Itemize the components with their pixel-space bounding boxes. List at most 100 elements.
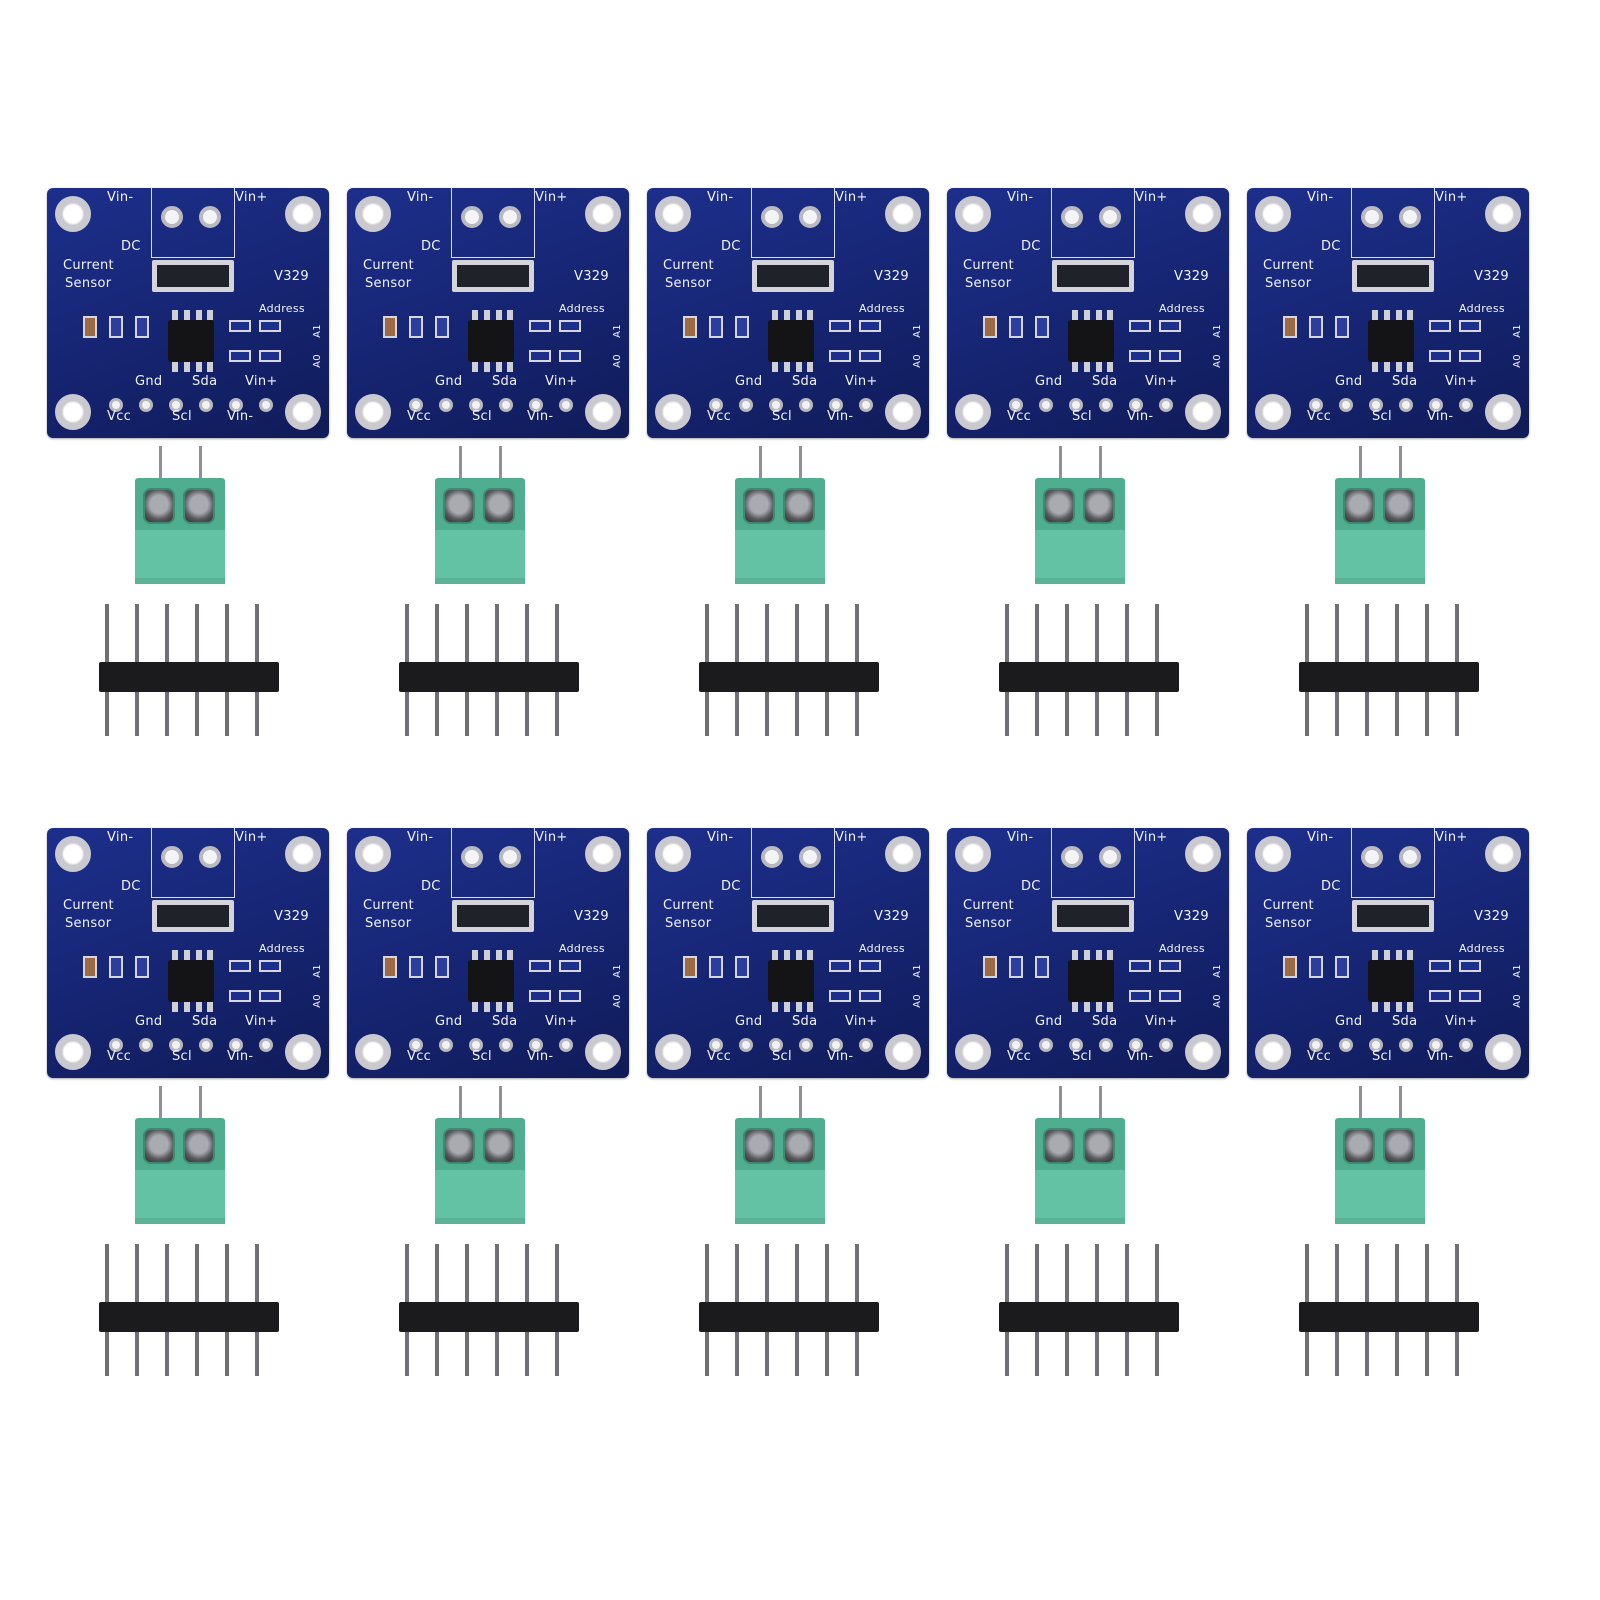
label-vin-minus: Vin- — [1307, 830, 1334, 845]
current-sensor-board: Vin- Vin+ DC Current Sensor V329 Address… — [947, 188, 1229, 438]
header-pad — [709, 398, 723, 412]
label-a0: A0 — [911, 354, 923, 368]
mounting-hole — [955, 1034, 991, 1070]
terminal-pin — [1399, 446, 1402, 482]
label-sda: Sda — [792, 1014, 818, 1029]
chip-pin — [784, 362, 790, 372]
capacitor — [1283, 316, 1297, 338]
capacitor — [135, 956, 149, 978]
label-address: Address — [1159, 302, 1205, 315]
header-pad — [1309, 398, 1323, 412]
header-pad — [529, 1038, 543, 1052]
label-vin-minus-bottom: Vin- — [1127, 1049, 1154, 1064]
label-vin-plus: Vin+ — [535, 830, 568, 845]
pin-header — [999, 1244, 1179, 1376]
label-a1: A1 — [911, 324, 923, 338]
chip-pin — [1372, 362, 1378, 372]
terminal-body — [735, 530, 825, 584]
label-address: Address — [1459, 302, 1505, 315]
chip-pin — [1407, 1002, 1413, 1012]
label-vin-plus-bottom: Vin+ — [1145, 374, 1178, 389]
pin-header — [699, 604, 879, 736]
chip-pin — [796, 950, 802, 960]
label-sda: Sda — [192, 374, 218, 389]
chip-pin — [807, 362, 813, 372]
shunt-resistor — [1052, 900, 1134, 932]
header-plastic — [699, 662, 879, 692]
address-jumper — [1459, 990, 1481, 1002]
terminal-pin — [1059, 1086, 1062, 1122]
label-sda: Sda — [1092, 1014, 1118, 1029]
terminal-pad — [161, 846, 183, 868]
mounting-hole — [955, 196, 991, 232]
screw — [443, 488, 475, 524]
address-jumper — [1129, 350, 1151, 362]
address-jumper — [1159, 960, 1181, 972]
label-dc: DC — [1321, 239, 1341, 254]
label-vin-minus: Vin- — [707, 830, 734, 845]
chip-pin — [1084, 1002, 1090, 1012]
pin-header — [999, 604, 1179, 736]
label-v329: V329 — [874, 909, 909, 924]
address-jumper — [1159, 350, 1181, 362]
chip-pin — [184, 362, 190, 372]
label-vin-minus: Vin- — [407, 830, 434, 845]
screw-terminal-block — [135, 1086, 225, 1224]
address-jumper — [259, 990, 281, 1002]
header-pad — [1369, 398, 1383, 412]
address-jumper — [859, 990, 881, 1002]
header-pad — [1159, 1038, 1173, 1052]
sensor-chip — [1068, 960, 1114, 1002]
header-pad — [109, 1038, 123, 1052]
label-sensor: Sensor — [365, 916, 412, 931]
terminal-pin — [459, 446, 462, 482]
sensor-chip — [768, 320, 814, 362]
header-pad — [559, 398, 573, 412]
terminal-pad — [799, 846, 821, 868]
label-vcc: Vcc — [1007, 409, 1032, 424]
chip-pin — [172, 1002, 178, 1012]
label-current: Current — [1263, 258, 1314, 273]
header-plastic — [699, 1302, 879, 1332]
label-v329: V329 — [274, 909, 309, 924]
address-jumper — [559, 320, 581, 332]
label-a0: A0 — [1211, 354, 1223, 368]
label-vin-plus-bottom: Vin+ — [845, 1014, 878, 1029]
header-pad — [1399, 398, 1413, 412]
label-v329: V329 — [874, 269, 909, 284]
label-dc: DC — [721, 239, 741, 254]
address-jumper — [1459, 350, 1481, 362]
address-jumper — [1459, 320, 1481, 332]
terminal-pin — [1099, 1086, 1102, 1122]
capacitor — [1009, 316, 1023, 338]
sensor-kit: Vin- Vin+ DC Current Sensor V329 Address… — [947, 188, 1247, 788]
screw-terminal-block — [1335, 446, 1425, 584]
terminal-pin — [799, 446, 802, 482]
mounting-hole — [1185, 1034, 1221, 1070]
chip-pin — [1096, 362, 1102, 372]
label-scl: Scl — [172, 1049, 192, 1064]
chip-pin — [484, 1002, 490, 1012]
label-dc: DC — [1021, 879, 1041, 894]
mounting-hole — [885, 1034, 921, 1070]
chip-pin — [1407, 950, 1413, 960]
header-pad — [739, 398, 753, 412]
mounting-hole — [885, 394, 921, 430]
capacitor — [709, 956, 723, 978]
chip-pin — [1096, 310, 1102, 320]
chip-pin — [484, 362, 490, 372]
label-sda: Sda — [1392, 374, 1418, 389]
capacitor — [435, 316, 449, 338]
label-vin-minus: Vin- — [1007, 830, 1034, 845]
screw — [183, 1128, 215, 1164]
capacitor — [1335, 956, 1349, 978]
terminal-pin — [499, 1086, 502, 1122]
chip-pin — [507, 310, 513, 320]
label-vin-plus: Vin+ — [235, 830, 268, 845]
chip-pin — [496, 950, 502, 960]
mounting-hole — [355, 1034, 391, 1070]
terminal-footprint — [451, 188, 535, 258]
label-vin-minus: Vin- — [1307, 190, 1334, 205]
label-sensor: Sensor — [965, 276, 1012, 291]
label-vin-plus: Vin+ — [1135, 190, 1168, 205]
